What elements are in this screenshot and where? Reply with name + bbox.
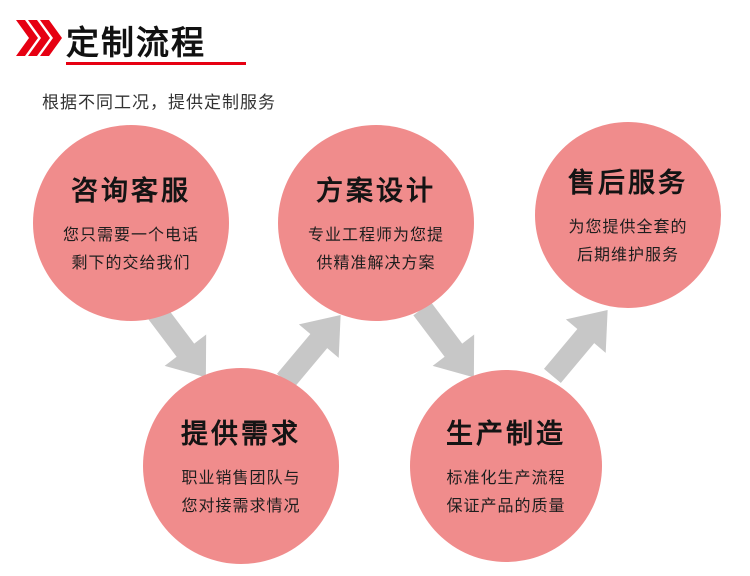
step-desc-line: 专业工程师为您提 [307, 226, 444, 244]
page-header: 定制流程 根据不同工况，提供定制服务 [0, 0, 750, 112]
step-desc-line: 供精准解决方案 [316, 254, 436, 272]
step-desc-line: 剩下的交给我们 [71, 254, 191, 272]
step-desc: 职业销售团队与 您对接需求情况 [181, 465, 300, 521]
step-circle-requirements: 提供需求 职业销售团队与 您对接需求情况 [143, 368, 339, 564]
step-title: 提供需求 [181, 418, 301, 449]
step-circle-aftersales: 售后服务 为您提供全套的 后期维护服务 [535, 122, 721, 308]
step-title: 售后服务 [568, 167, 688, 198]
step-title: 方案设计 [316, 175, 436, 206]
arrow-up-right-icon [531, 292, 629, 394]
arrow-up-right-icon [264, 297, 362, 399]
page-title: 定制流程 [66, 24, 206, 61]
fast-forward-chevrons-icon [16, 20, 62, 56]
step-title: 咨询客服 [71, 175, 191, 206]
step-desc-line: 为您提供全套的 [568, 218, 688, 236]
step-circle-design: 方案设计 专业工程师为您提 供精准解决方案 [278, 125, 474, 321]
arrow-down-right-icon [400, 292, 496, 394]
step-title: 生产制造 [446, 418, 566, 449]
step-desc-line: 保证产品的质量 [446, 497, 566, 515]
title-underline [66, 62, 246, 65]
step-desc-line: 后期维护服务 [576, 246, 679, 264]
step-desc-line: 您只需要一个电话 [62, 226, 199, 244]
step-desc: 标准化生产流程 保证产品的质量 [446, 465, 565, 521]
arrow-down-right-icon [132, 292, 228, 394]
step-desc-line: 您对接需求情况 [181, 497, 301, 515]
step-desc-line: 标准化生产流程 [446, 469, 566, 487]
step-desc: 专业工程师为您提 供精准解决方案 [308, 222, 444, 278]
step-desc: 为您提供全套的 后期维护服务 [568, 214, 687, 270]
step-circle-consult: 咨询客服 您只需要一个电话 剩下的交给我们 [33, 125, 229, 321]
page-subtitle: 根据不同工况，提供定制服务 [42, 93, 276, 112]
step-circle-production: 生产制造 标准化生产流程 保证产品的质量 [410, 370, 602, 562]
step-desc: 您只需要一个电话 剩下的交给我们 [63, 222, 199, 278]
step-desc-line: 职业销售团队与 [181, 469, 301, 487]
